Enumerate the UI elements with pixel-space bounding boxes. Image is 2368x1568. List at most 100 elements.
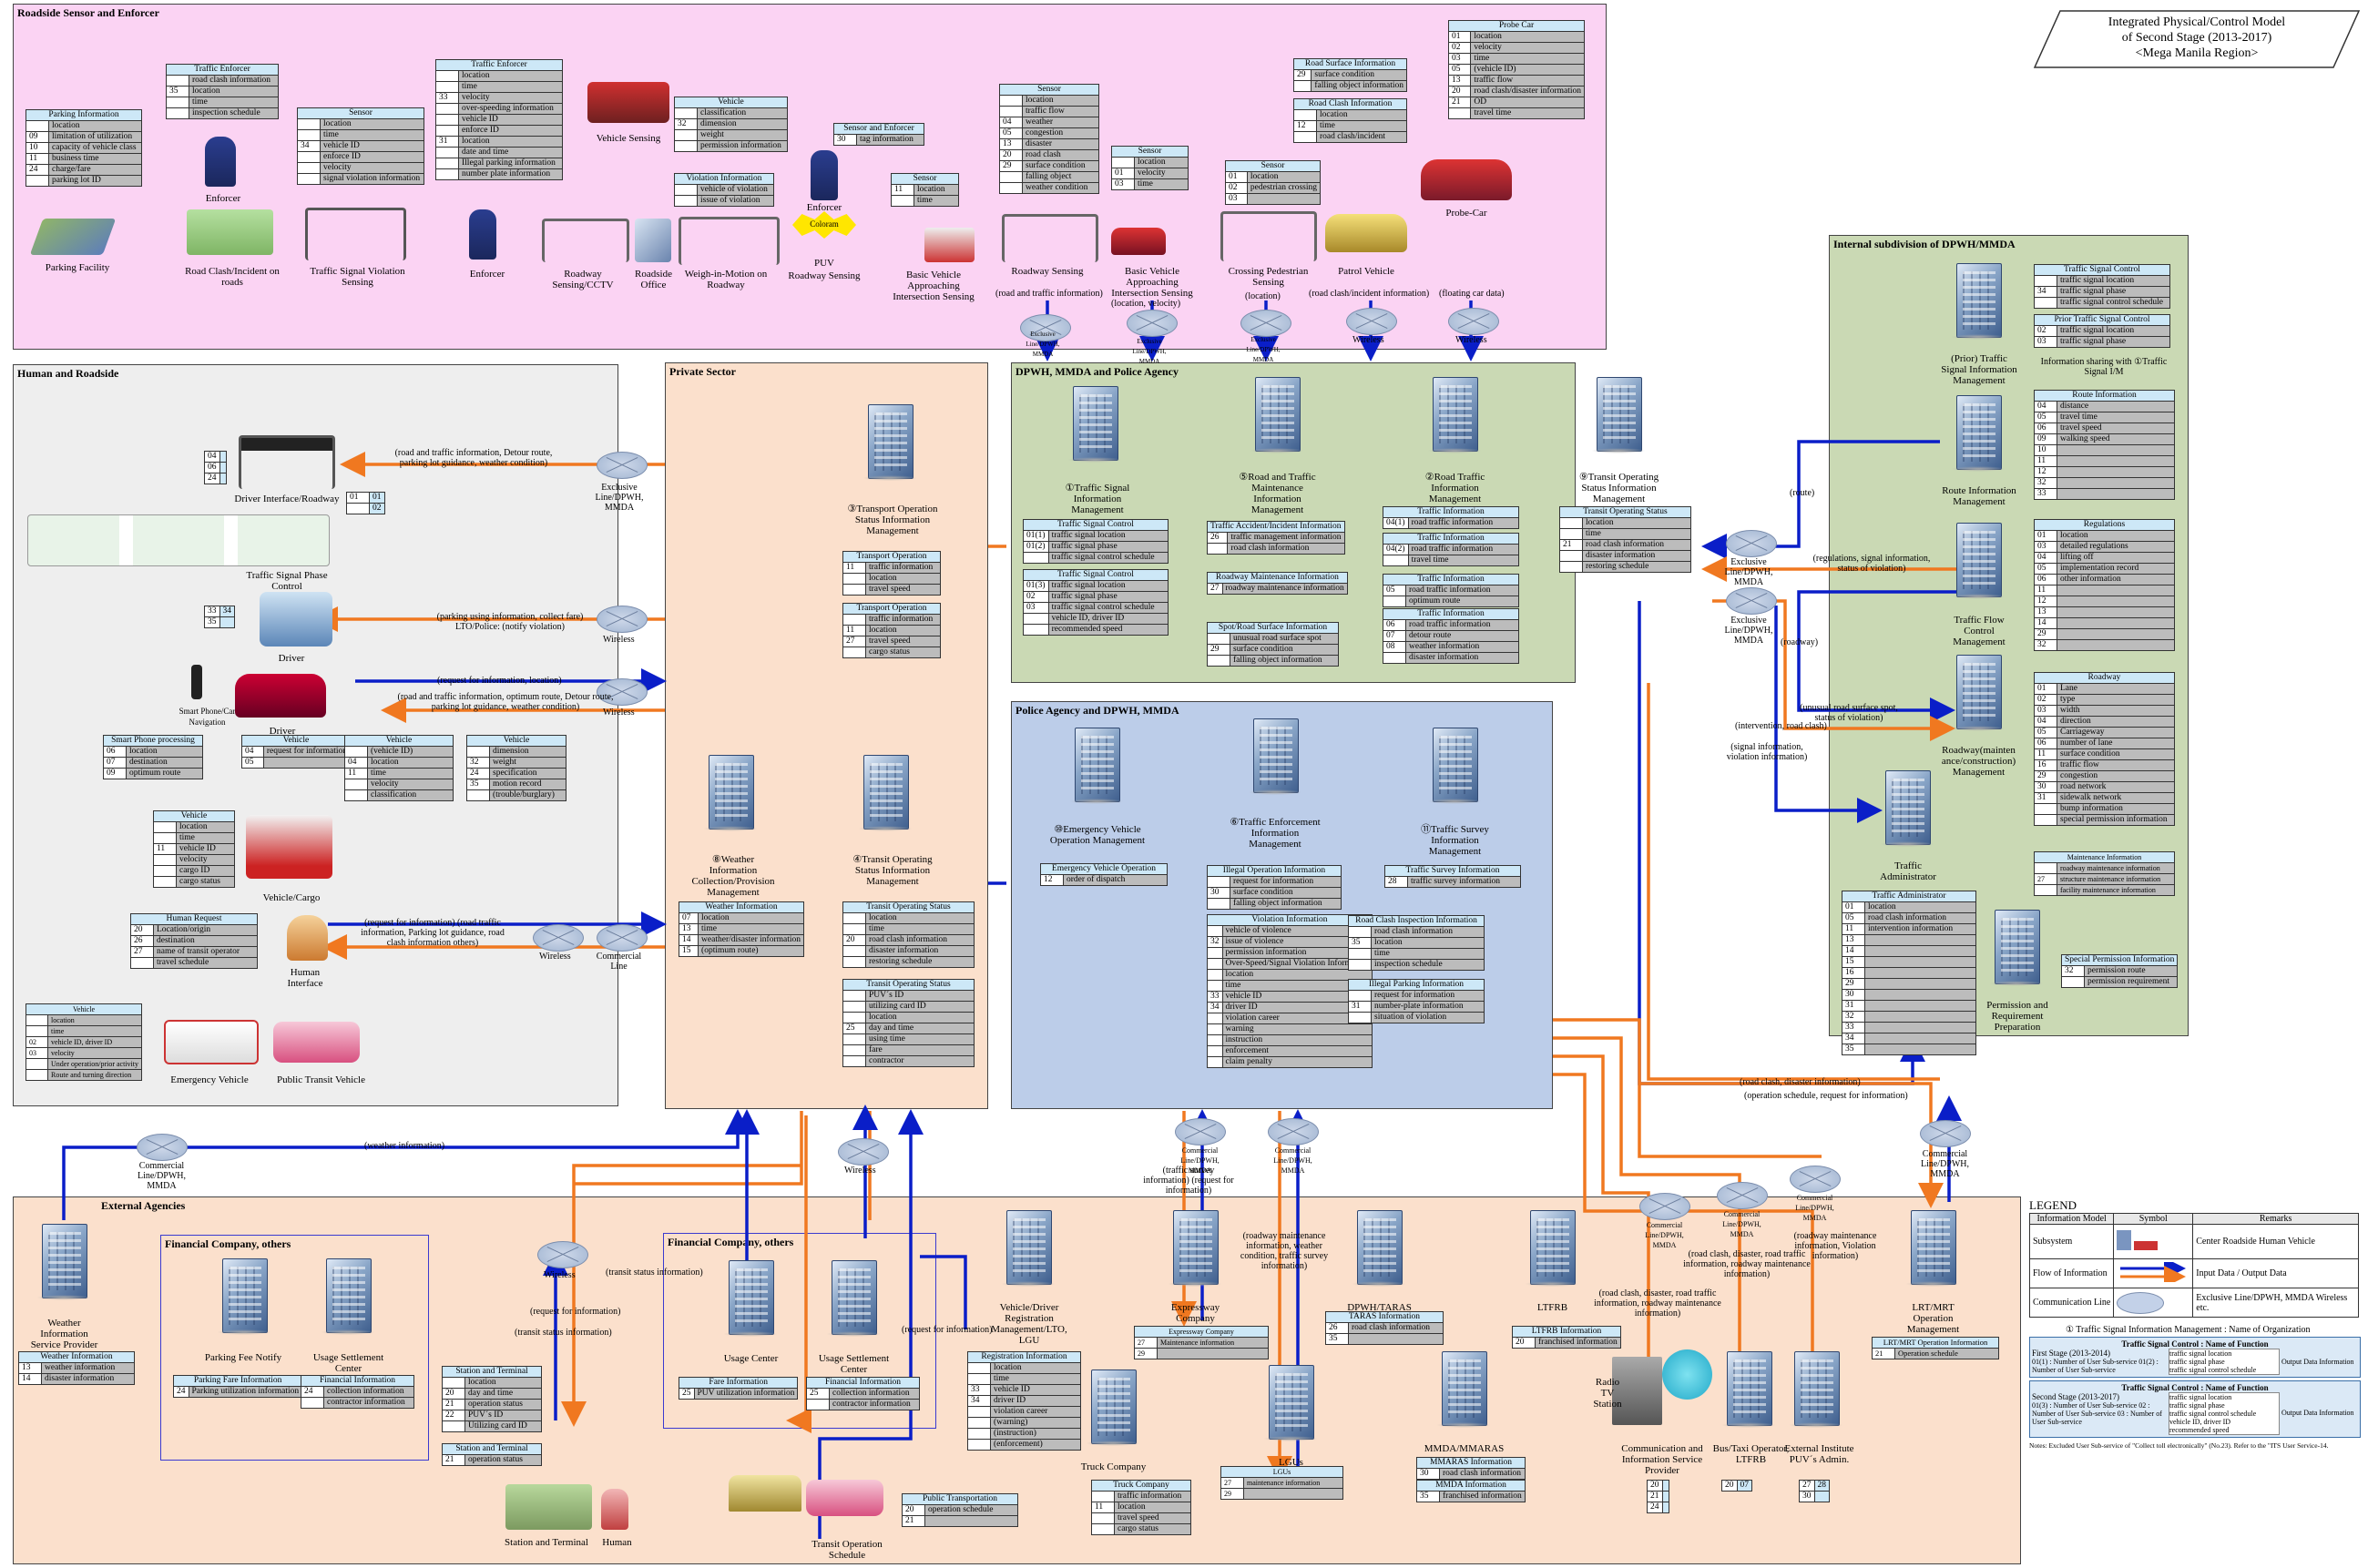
table-vehicle-1: Vehicleclassification32dimensionweightpe… [674, 97, 788, 152]
row-number [436, 158, 459, 169]
table-row: traffic signal location [2035, 276, 2170, 287]
row-number [1294, 110, 1317, 121]
row-number [843, 913, 866, 924]
table-row: 33vehicle ID [968, 1385, 1081, 1396]
table-row: warning [1208, 1024, 1373, 1035]
table-row: issue of violation [675, 196, 774, 207]
building-external-institute [1787, 1348, 1845, 1428]
row-item: driver ID [991, 1396, 1081, 1407]
table-row: location [843, 574, 941, 585]
row-number [1383, 596, 1406, 607]
external-caption-4: Usage Settlement Center [815, 1353, 893, 1375]
row-item: road clash/incident [1317, 132, 1407, 143]
row-number: 27 [2035, 874, 2057, 885]
row-number: 12 [2035, 467, 2057, 478]
table-row: 11location [843, 626, 941, 636]
row-item [1865, 979, 1976, 990]
private-building-0: ③Transport Operation Status Information … [842, 504, 943, 536]
roadside-caption-10: Roadway Sensing [788, 270, 861, 281]
table-row: 07destination [104, 758, 203, 769]
row-item: velocity [459, 93, 563, 104]
building-usage-settlement-1 [319, 1255, 377, 1335]
row-item: direction [2057, 717, 2175, 728]
comm-cloud-7 [597, 606, 648, 633]
row-number [1092, 1524, 1115, 1535]
row-number: 03 [1449, 54, 1471, 65]
table-row: falling object [1000, 172, 1099, 183]
table-row: traffic flow [1000, 107, 1099, 117]
table-row: 35location [167, 87, 279, 97]
roadside-caption-3: Traffic Signal Violation Sensing [301, 266, 414, 288]
table-row: 11location [1092, 1502, 1191, 1513]
table-fare-info: Fare Information25PUV utilization inform… [679, 1377, 798, 1400]
table-ext-nums-bus: 2007 [1721, 1480, 1752, 1492]
row-number [843, 585, 866, 596]
table-traffic-administrator: Traffic Administrator01location05road cl… [1842, 891, 1976, 1055]
row-number [843, 991, 866, 1002]
row-number: 25 [679, 1389, 695, 1400]
row-number [1208, 1024, 1223, 1035]
table-row: 02pedestrian crossing [1226, 183, 1321, 194]
row-item: road clash information [1372, 927, 1485, 938]
internal-flow-1: (regulations, signal information, status… [1812, 554, 1931, 574]
table-row: traffic signal control schedule [1024, 553, 1169, 564]
table-header: Sensor [1226, 161, 1321, 172]
row-item: enforce ID [459, 126, 563, 137]
row-item: Under operation/prior activity [48, 1059, 142, 1070]
row-item: surface condition [1230, 888, 1342, 899]
building-traffic-administrator [1878, 767, 1936, 847]
table-row: Under operation/prior activity [26, 1059, 142, 1070]
row-number: 20 [843, 935, 866, 946]
row-item: traffic information [866, 563, 941, 574]
table-row: travel time [1449, 108, 1585, 119]
table-header: Traffic Enforcer [167, 65, 279, 76]
table-row: 13weather information [19, 1363, 135, 1374]
row-number: 30 [834, 135, 857, 146]
building-emergency-vehicle [1067, 724, 1126, 804]
table-row: Utilizing card ID [443, 1421, 542, 1432]
legend: LEGEND Information Model Symbol Remarks … [2029, 1198, 2361, 1450]
table-row: 27travel speed [843, 636, 941, 647]
row-item: time [991, 1374, 1081, 1385]
row-number [1208, 544, 1228, 555]
row-item: falling object information [1230, 656, 1339, 667]
table-header: Traffic Accident/Incident Information [1208, 522, 1345, 533]
table-header: Traffic Information [1383, 609, 1519, 620]
table-row: 03time [1112, 179, 1189, 190]
row-item: date and time [459, 148, 563, 158]
table-row: 32permission route [2062, 966, 2178, 977]
table-row: facility maintenance information [2035, 885, 2175, 896]
table-vehicle-2: Vehicle04request for information05 [241, 735, 351, 769]
building-expressway [1166, 1207, 1224, 1287]
row-number [1000, 183, 1023, 194]
row-item: congestion [2057, 771, 2175, 782]
table-row: 11vehicle ID [154, 844, 235, 855]
row-item: location [699, 913, 804, 924]
building-usage-settlement-2 [824, 1257, 883, 1337]
row-number: 04 [345, 758, 368, 769]
row-item: contractor [866, 1056, 975, 1067]
table-row: 14weather/disaster information [679, 935, 804, 946]
police-building-2: ⑪Traffic Survey Information Management [1407, 824, 1503, 857]
smartphone-icon [191, 665, 202, 699]
table-row: recommended speed [1024, 625, 1169, 636]
row-item: situation of violation [1372, 1013, 1485, 1023]
table-row: 14 [2035, 618, 2175, 629]
table-row: 27roadway maintenance information [1208, 584, 1348, 595]
table-row: instruction [1208, 1035, 1373, 1046]
row-number [843, 1013, 866, 1023]
ext-flow-1: (request for information) [530, 1307, 620, 1317]
row-number: 02 [1024, 592, 1049, 603]
table-financial-1: Financial Information24collection inform… [301, 1375, 414, 1409]
building-ltfrb [1523, 1207, 1581, 1287]
table-row: 33velocity [436, 93, 563, 104]
comm-label-5: Wireless [1455, 335, 1487, 345]
table-row: falling object information [1294, 81, 1407, 92]
row-item: structure maintenance information [2057, 874, 2175, 885]
table-header: Weather Information [19, 1352, 135, 1363]
row-number: 29 [1842, 979, 1865, 990]
row-item: travel time [1408, 555, 1518, 566]
row-number: 34 [2035, 287, 2057, 298]
row-item: charge/fare [49, 165, 142, 176]
